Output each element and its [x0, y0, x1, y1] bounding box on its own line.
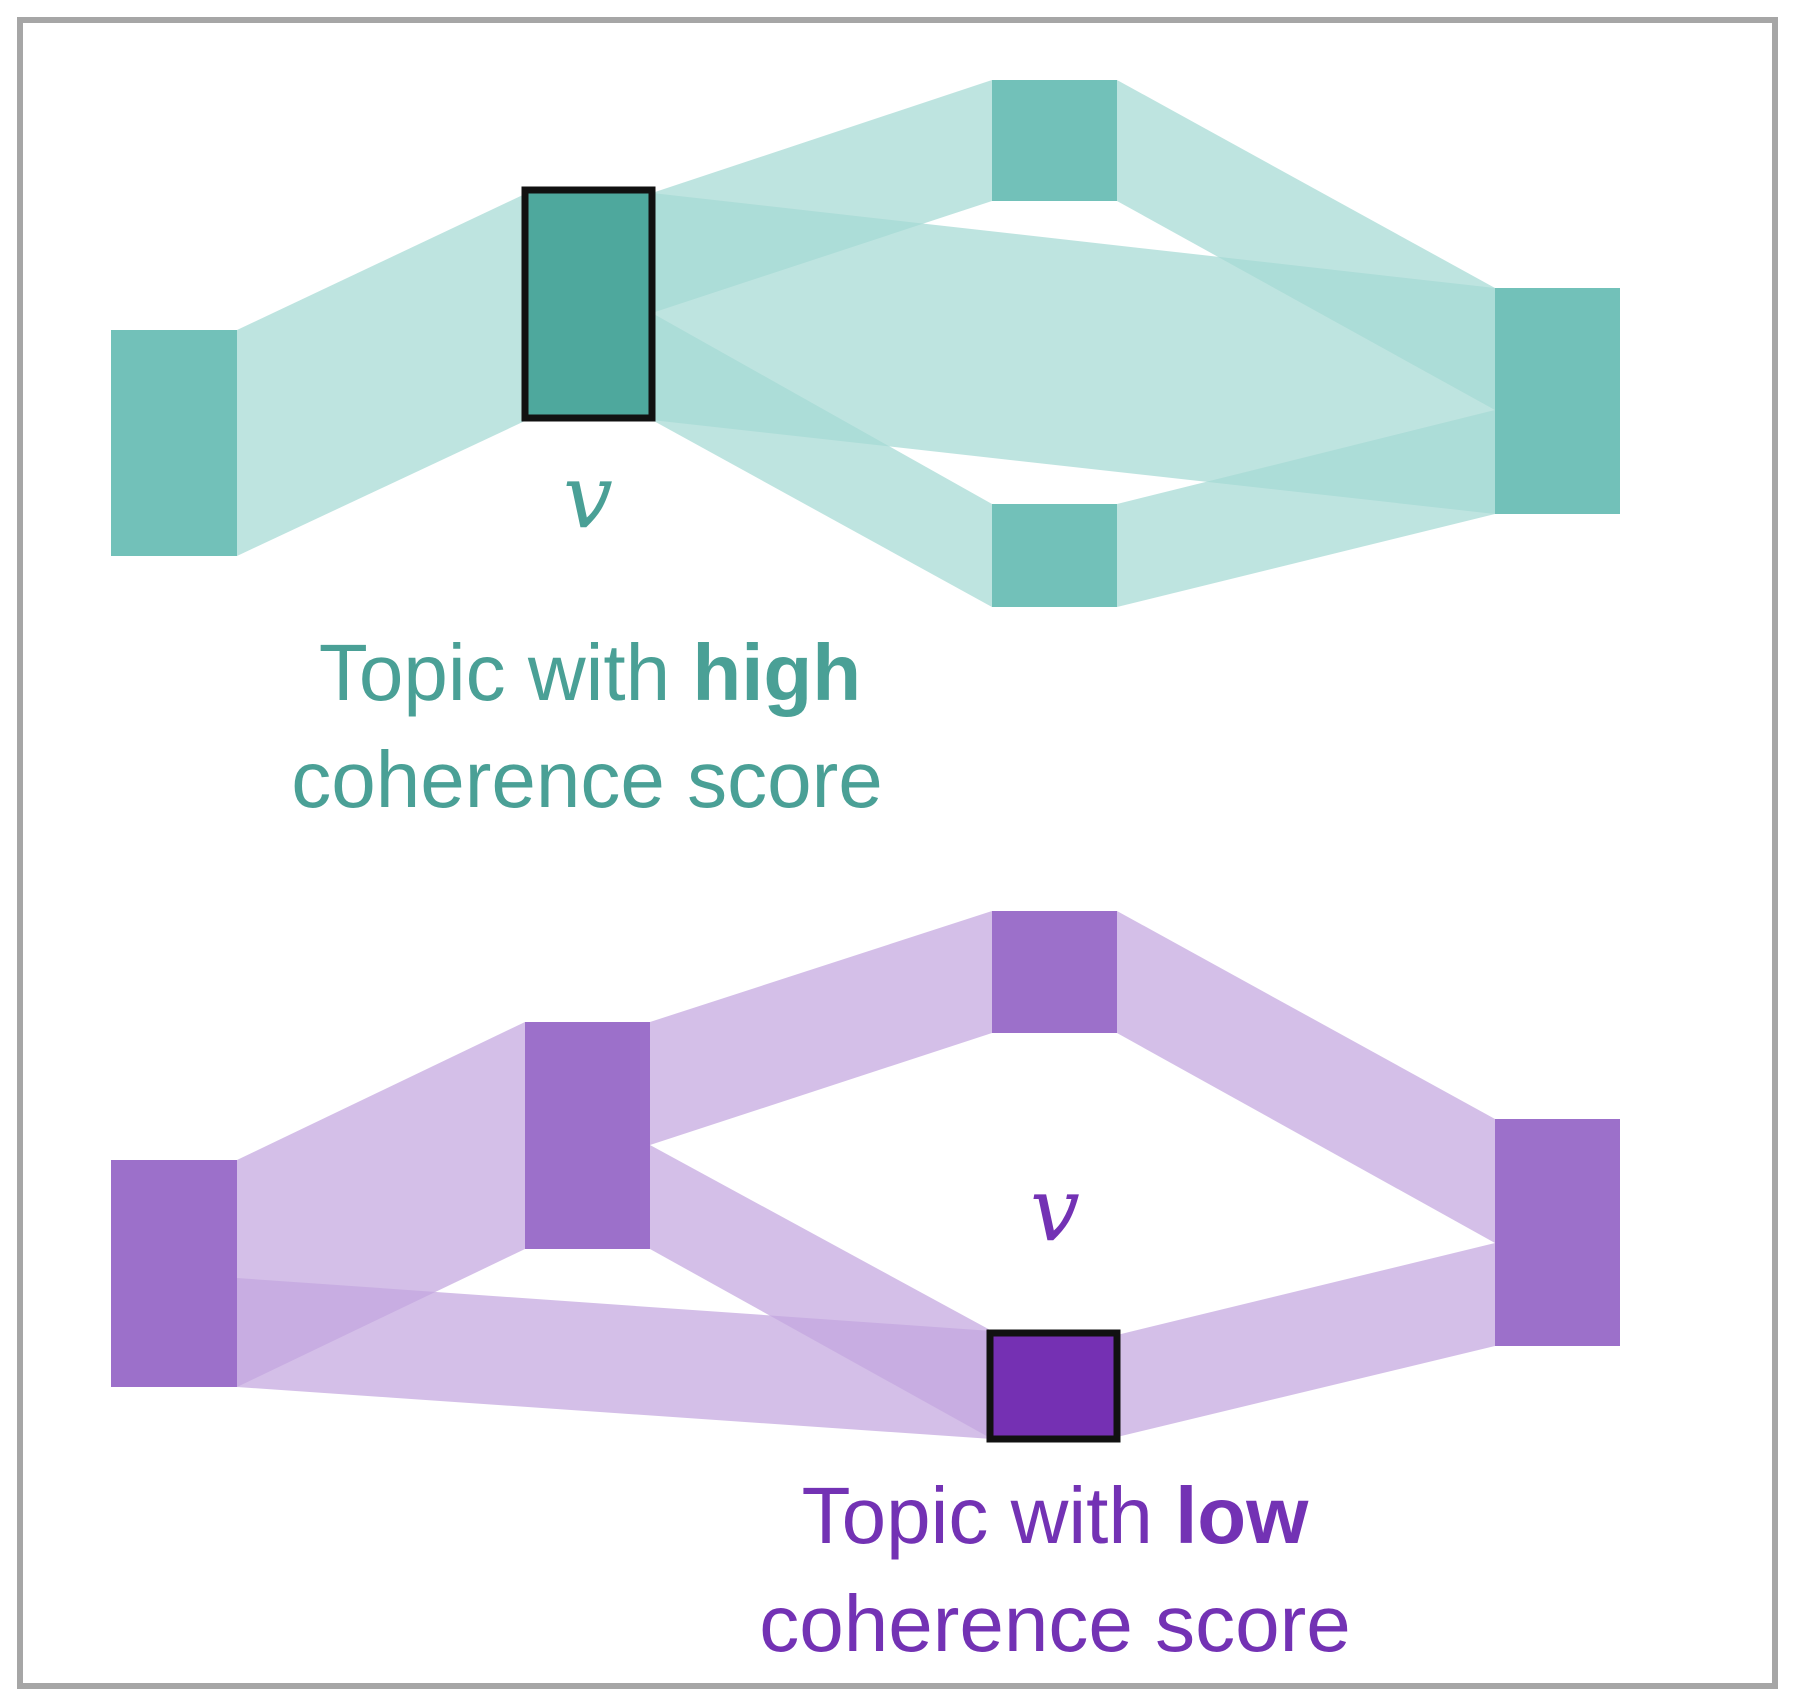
low-node-5 — [1495, 1119, 1620, 1346]
high-node-selected — [521, 186, 656, 422]
high-link-n1-n2 — [237, 193, 527, 556]
high-node-5 — [1495, 288, 1620, 514]
low-link-n2-n6 — [650, 1145, 992, 1439]
low-node-selected — [986, 1329, 1121, 1443]
low-node-3 — [992, 911, 1117, 1033]
high-node-4 — [992, 504, 1117, 607]
low-caption-line1: Topic with low — [802, 1471, 1310, 1560]
high-variable-label: v — [563, 445, 613, 548]
high-caption-line2: coherence score — [291, 735, 882, 824]
low-link-n6-n5 — [1117, 1243, 1495, 1437]
low-coherence-diagram: v Topic with low coherence score — [111, 911, 1620, 1668]
low-link-n3-n5 — [1117, 911, 1495, 1243]
high-link-n3-n5 — [1117, 80, 1495, 410]
low-link-n2-n3 — [650, 911, 992, 1145]
high-node-3 — [992, 80, 1117, 201]
high-link-n4-n5 — [1117, 410, 1495, 607]
low-caption-line2: coherence score — [759, 1579, 1350, 1668]
low-variable-label: v — [1030, 1158, 1080, 1261]
low-node-2 — [525, 1022, 650, 1249]
low-node-1 — [111, 1160, 237, 1387]
high-node-1 — [111, 330, 237, 556]
high-caption-line1: Topic with high — [319, 628, 861, 717]
high-coherence-diagram: v Topic with high coherence score — [111, 80, 1620, 824]
